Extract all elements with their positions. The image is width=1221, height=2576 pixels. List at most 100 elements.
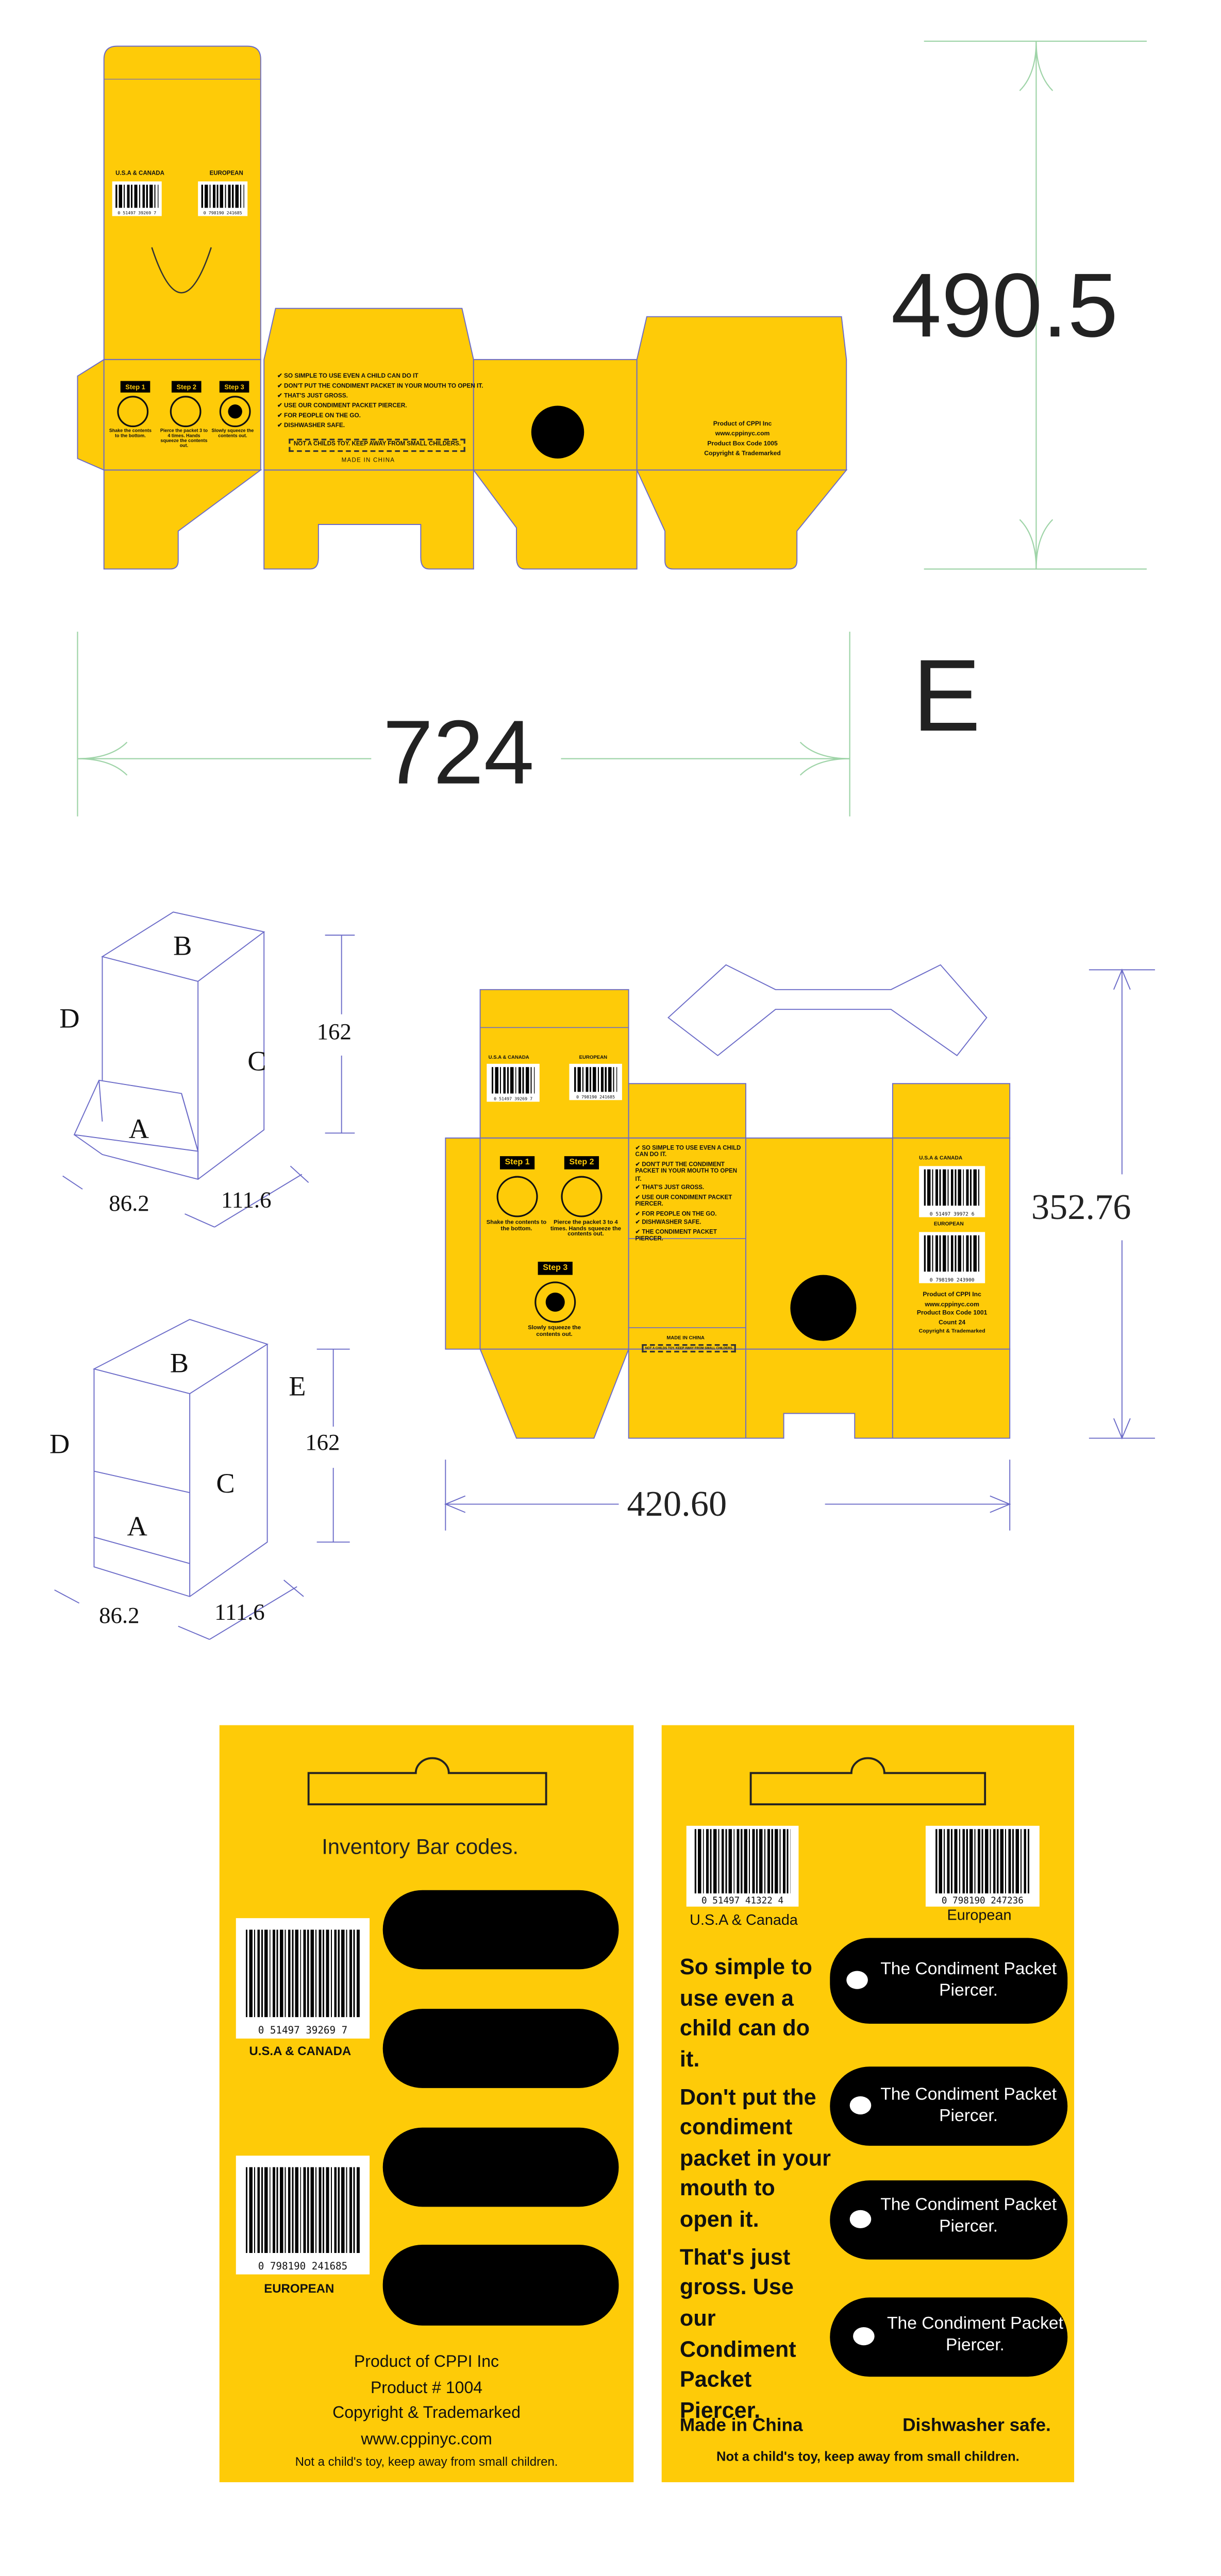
hang-tab-outline <box>749 1757 986 1806</box>
barcode-digits: 0 51497 39269 7 <box>118 211 157 216</box>
barcode-usa: 0 51497 39269 7 <box>487 1063 540 1102</box>
hands-icon <box>561 1176 603 1217</box>
height-label: 162 <box>305 1431 340 1456</box>
face-label-b: B <box>170 1347 189 1379</box>
slogan: That's just gross. Use our Condiment Pac… <box>679 2244 796 2422</box>
step-2-text: Pierce the packet 3 to 4 times. Hands sq… <box>160 427 208 449</box>
warning-text: Not a child's toy, keep away from small … <box>295 2454 558 2469</box>
step-1-text: Shake the contents to the bottom. <box>109 427 152 439</box>
barcode-digits: 0 798190 241685 <box>576 1094 615 1100</box>
barcode-digits: 0 798190 247236 <box>941 1895 1024 1906</box>
dimension-lines-mid <box>444 968 1155 1531</box>
warning-box: NOT A CHILDS TOY. KEEP AWAY FROM SMALL C… <box>289 438 466 452</box>
barcode-eu: 0 798190 241685 <box>236 2156 370 2275</box>
barcode-digits: 0 798190 243900 <box>929 1276 975 1283</box>
barcode-eu: 0 798190 241685 <box>198 181 248 216</box>
barcode-eu: 0 798190 241685 <box>569 1063 622 1100</box>
feature-item: ✔ THAT'S JUST GROSS. <box>277 392 348 399</box>
barcode-usa: 0 51497 39269 7 <box>112 181 162 216</box>
feature-item: ✔ USE OUR CONDIMENT PACKET PIERCER. <box>635 1194 732 1208</box>
face-label-d: D <box>59 1003 80 1035</box>
product-pill: The Condiment Packet Piercer. <box>830 1938 1068 2024</box>
step-2-text: Pierce the packet 3 to 4 times. Hands sq… <box>550 1218 621 1238</box>
inventory-slot <box>382 2009 619 2088</box>
variant-letter: E <box>912 640 981 754</box>
product-pill: The Condiment Packet Piercer. <box>830 2180 1068 2260</box>
feature-item: ✔ USE OUR CONDIMENT PACKET PIERCER. <box>277 402 407 409</box>
dishwasher-safe: Dishwasher safe. <box>902 2416 1051 2436</box>
dispenser-hole <box>531 405 584 459</box>
slogans: So simple to use even a child can do it.… <box>680 1953 832 2427</box>
step-3-badge: Step 3 <box>538 1261 573 1275</box>
feature-item: ✔ DON'T PUT THE CONDIMENT PACKET IN YOUR… <box>277 382 483 389</box>
warning-box: NOT A CHILDS TOY. KEEP AWAY FROM SMALL C… <box>642 1344 737 1353</box>
depth-label: 86.2 <box>109 1192 149 1217</box>
slogan: So simple to use even a child can do it. <box>679 1954 812 2072</box>
barcode-digits: 0 798190 241685 <box>258 2261 348 2274</box>
smile-cutout <box>151 247 212 294</box>
barcode-usa: 0 51497 39269 7 <box>236 1918 370 2039</box>
inventory-slot <box>382 2244 619 2326</box>
feature-item: ✔ DON'T PUT THE CONDIMENT PACKET IN YOUR… <box>635 1161 738 1183</box>
barcode-label-usa: U.S.A & CANADA <box>488 1054 529 1061</box>
box-shake-icon <box>496 1176 538 1217</box>
face-label-c: C <box>247 1045 266 1077</box>
barcode-label-usa: U.S.A & Canada <box>690 1911 798 1928</box>
barcode-digits: 0 51497 39269 7 <box>494 1096 533 1101</box>
step-1-badge: Step 1 <box>120 381 150 393</box>
barcode-label-eu: EUROPEAN <box>933 1220 964 1227</box>
barcode-label-eu: European <box>947 1906 1012 1923</box>
barcode-eu: 0 798190 247236 <box>925 1825 1040 1907</box>
face-label-a: A <box>127 1511 147 1543</box>
barcode-label-eu: EUROPEAN <box>579 1054 608 1061</box>
feature-item: ✔ THAT'S JUST GROSS. <box>635 1184 705 1192</box>
barcode-label-usa: U.S.A & CANADA <box>249 2043 352 2059</box>
barcode-label-usa: U.S.A & CANADA <box>115 170 164 177</box>
warning-text: Not a child's toy, keep away from small … <box>716 2449 1019 2464</box>
dimension-width-label: 420.60 <box>627 1482 727 1524</box>
dispenser-hole <box>790 1275 857 1341</box>
squeeze-face-icon <box>219 396 251 428</box>
barcode-eu: 0 798190 243900 <box>919 1232 985 1283</box>
hole-icon <box>846 1971 868 1989</box>
feature-list: ✔ SO SIMPLE TO USE EVEN A CHILD CAN DO I… <box>635 1145 744 1243</box>
width-label: 111.6 <box>214 1601 265 1626</box>
hole-icon <box>849 2096 872 2115</box>
face-label-a: A <box>128 1113 149 1145</box>
box-shake-icon <box>117 396 149 428</box>
hole-icon <box>853 2327 875 2346</box>
depth-label: 86.2 <box>99 1604 140 1630</box>
face-label-b: B <box>173 930 192 962</box>
step-2-badge: Step 2 <box>171 381 202 393</box>
hang-tab-outline <box>307 1757 547 1806</box>
feature-item: ✔ SO SIMPLE TO USE EVEN A CHILD CAN DO I… <box>277 372 419 380</box>
feature-item: ✔ THE CONDIMENT PACKET PIERCER. <box>635 1228 717 1243</box>
step-3-text: Slowly squeeze the contents out. <box>528 1324 581 1337</box>
face-label-d: D <box>49 1428 70 1460</box>
step-2-badge: Step 2 <box>564 1156 599 1170</box>
slogan: Don't put the condiment packet in your m… <box>679 2083 831 2232</box>
inventory-slot <box>382 2127 619 2207</box>
box-sketch-1 <box>62 911 355 1228</box>
dimension-lines-top <box>77 40 1147 817</box>
hands-icon <box>170 396 202 428</box>
feature-list: ✔ SO SIMPLE TO USE EVEN A CHILD CAN DO I… <box>277 372 483 432</box>
step-3-badge: Step 3 <box>219 381 249 393</box>
feature-item: ✔ SO SIMPLE TO USE EVEN A CHILD CAN DO I… <box>635 1144 741 1159</box>
barcode-digits: 0 51497 39269 7 <box>258 2026 348 2038</box>
product-pill: The Condiment Packet Piercer. <box>830 2066 1068 2146</box>
barcode-usa: 0 51497 41322 4 <box>686 1825 799 1907</box>
step-1-text: Shake the contents to the bottom. <box>486 1218 547 1232</box>
barcode-usa: 0 51497 39972 6 <box>919 1166 985 1217</box>
face-label-e: E <box>289 1370 306 1402</box>
dimension-height-label: 352.76 <box>1031 1185 1131 1227</box>
made-in-china: MADE IN CHINA <box>341 456 395 464</box>
step-3-text: Slowly squeeze the contents out. <box>211 427 254 439</box>
made-in-china: Made in China <box>679 2416 803 2436</box>
box-sketch-2 <box>54 1319 350 1640</box>
product-pill: The Condiment Packet Piercer. <box>830 2297 1068 2377</box>
